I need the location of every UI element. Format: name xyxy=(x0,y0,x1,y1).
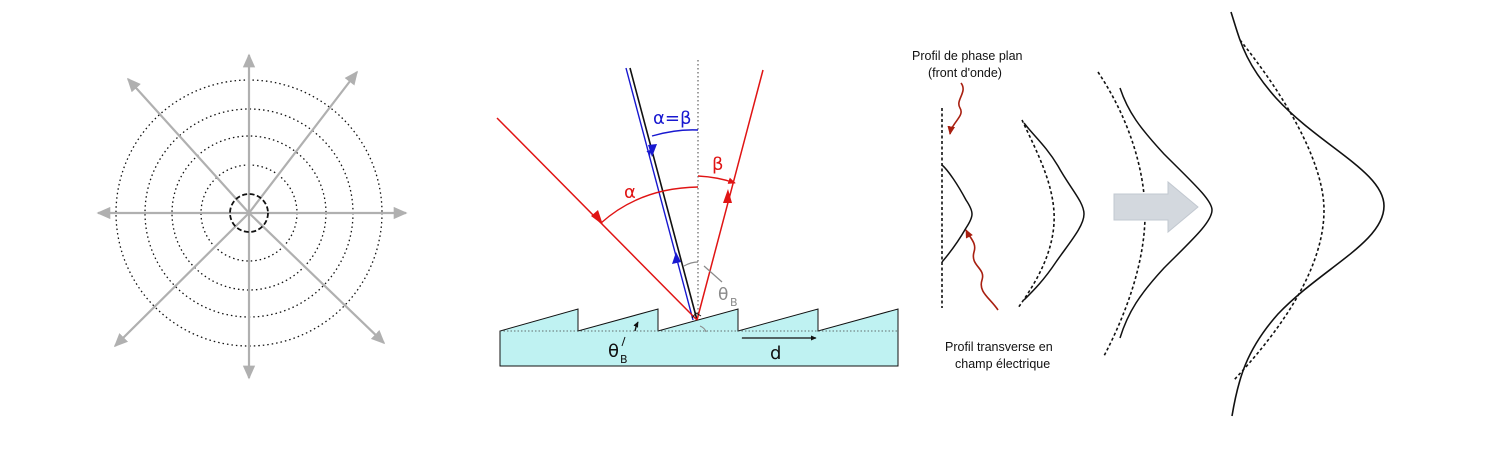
field-profile-3 xyxy=(1119,87,1213,339)
alpha-arc xyxy=(600,186,699,224)
alpha-eq-beta-arc xyxy=(651,129,699,137)
wavefront-panel: Profil de phase plan (front d'onde) Prof… xyxy=(912,11,1385,417)
ray-down-left xyxy=(113,212,250,348)
radial-rays xyxy=(96,53,408,380)
field-profile-2 xyxy=(1023,122,1085,301)
phase-profile-2 xyxy=(1017,119,1055,309)
ray-up-left xyxy=(126,77,250,214)
top-note-line1: Profil de phase plan xyxy=(912,49,1023,63)
phase-profile-4 xyxy=(1233,39,1325,381)
blaze-angle-arc xyxy=(633,321,639,332)
beta-arc xyxy=(697,175,736,184)
field-profile-1 xyxy=(941,164,973,263)
alpha-label: α xyxy=(624,182,636,203)
theta-b-label-upper: θ B xyxy=(718,285,738,309)
blaze-angle-leader xyxy=(621,336,626,347)
theta-b-arc-lower xyxy=(699,325,707,333)
beta-label: β xyxy=(712,154,724,175)
theta-b-label-lower: θ B xyxy=(608,341,628,366)
phase-profile-3 xyxy=(1097,71,1146,357)
theta-b-leader xyxy=(703,265,723,283)
theta-symbol-upper: θ xyxy=(718,285,728,305)
period-label: d xyxy=(770,343,781,364)
theta-symbol-lower: θ xyxy=(608,341,619,362)
field-profile-4 xyxy=(1230,11,1385,417)
bottom-note-wiggle xyxy=(965,229,999,311)
propagation-arrow xyxy=(1113,180,1199,234)
blazed-grating-panel: α=β α β θ B θ B d xyxy=(496,60,899,367)
blue-arrow-up-head xyxy=(672,252,681,264)
theta-b-arc-upper xyxy=(683,261,699,267)
spherical-wave-panel xyxy=(96,53,408,380)
incident-ray-arrowhead xyxy=(591,210,603,225)
blue-ray-down xyxy=(625,67,694,321)
top-note-line2: (front d'onde) xyxy=(928,66,1002,80)
right-angle-marker xyxy=(691,312,702,319)
theta-subscript-lower: B xyxy=(620,353,628,366)
grating-substrate xyxy=(499,308,899,367)
top-note-wiggle xyxy=(947,82,964,135)
ray-down-right xyxy=(248,212,386,345)
facet-normal xyxy=(629,67,698,321)
source-circle xyxy=(229,193,269,233)
diffracted-ray-arrowhead xyxy=(723,189,732,203)
bottom-note-line2: champ électrique xyxy=(955,357,1050,371)
alpha-eq-beta-label: α=β xyxy=(653,108,691,129)
bottom-note-line1: Profil transverse en xyxy=(945,340,1053,354)
diffracted-ray xyxy=(696,69,764,321)
blue-arrow-down-head xyxy=(648,144,657,157)
ray-up-right xyxy=(248,70,358,214)
theta-subscript-upper: B xyxy=(730,296,738,309)
